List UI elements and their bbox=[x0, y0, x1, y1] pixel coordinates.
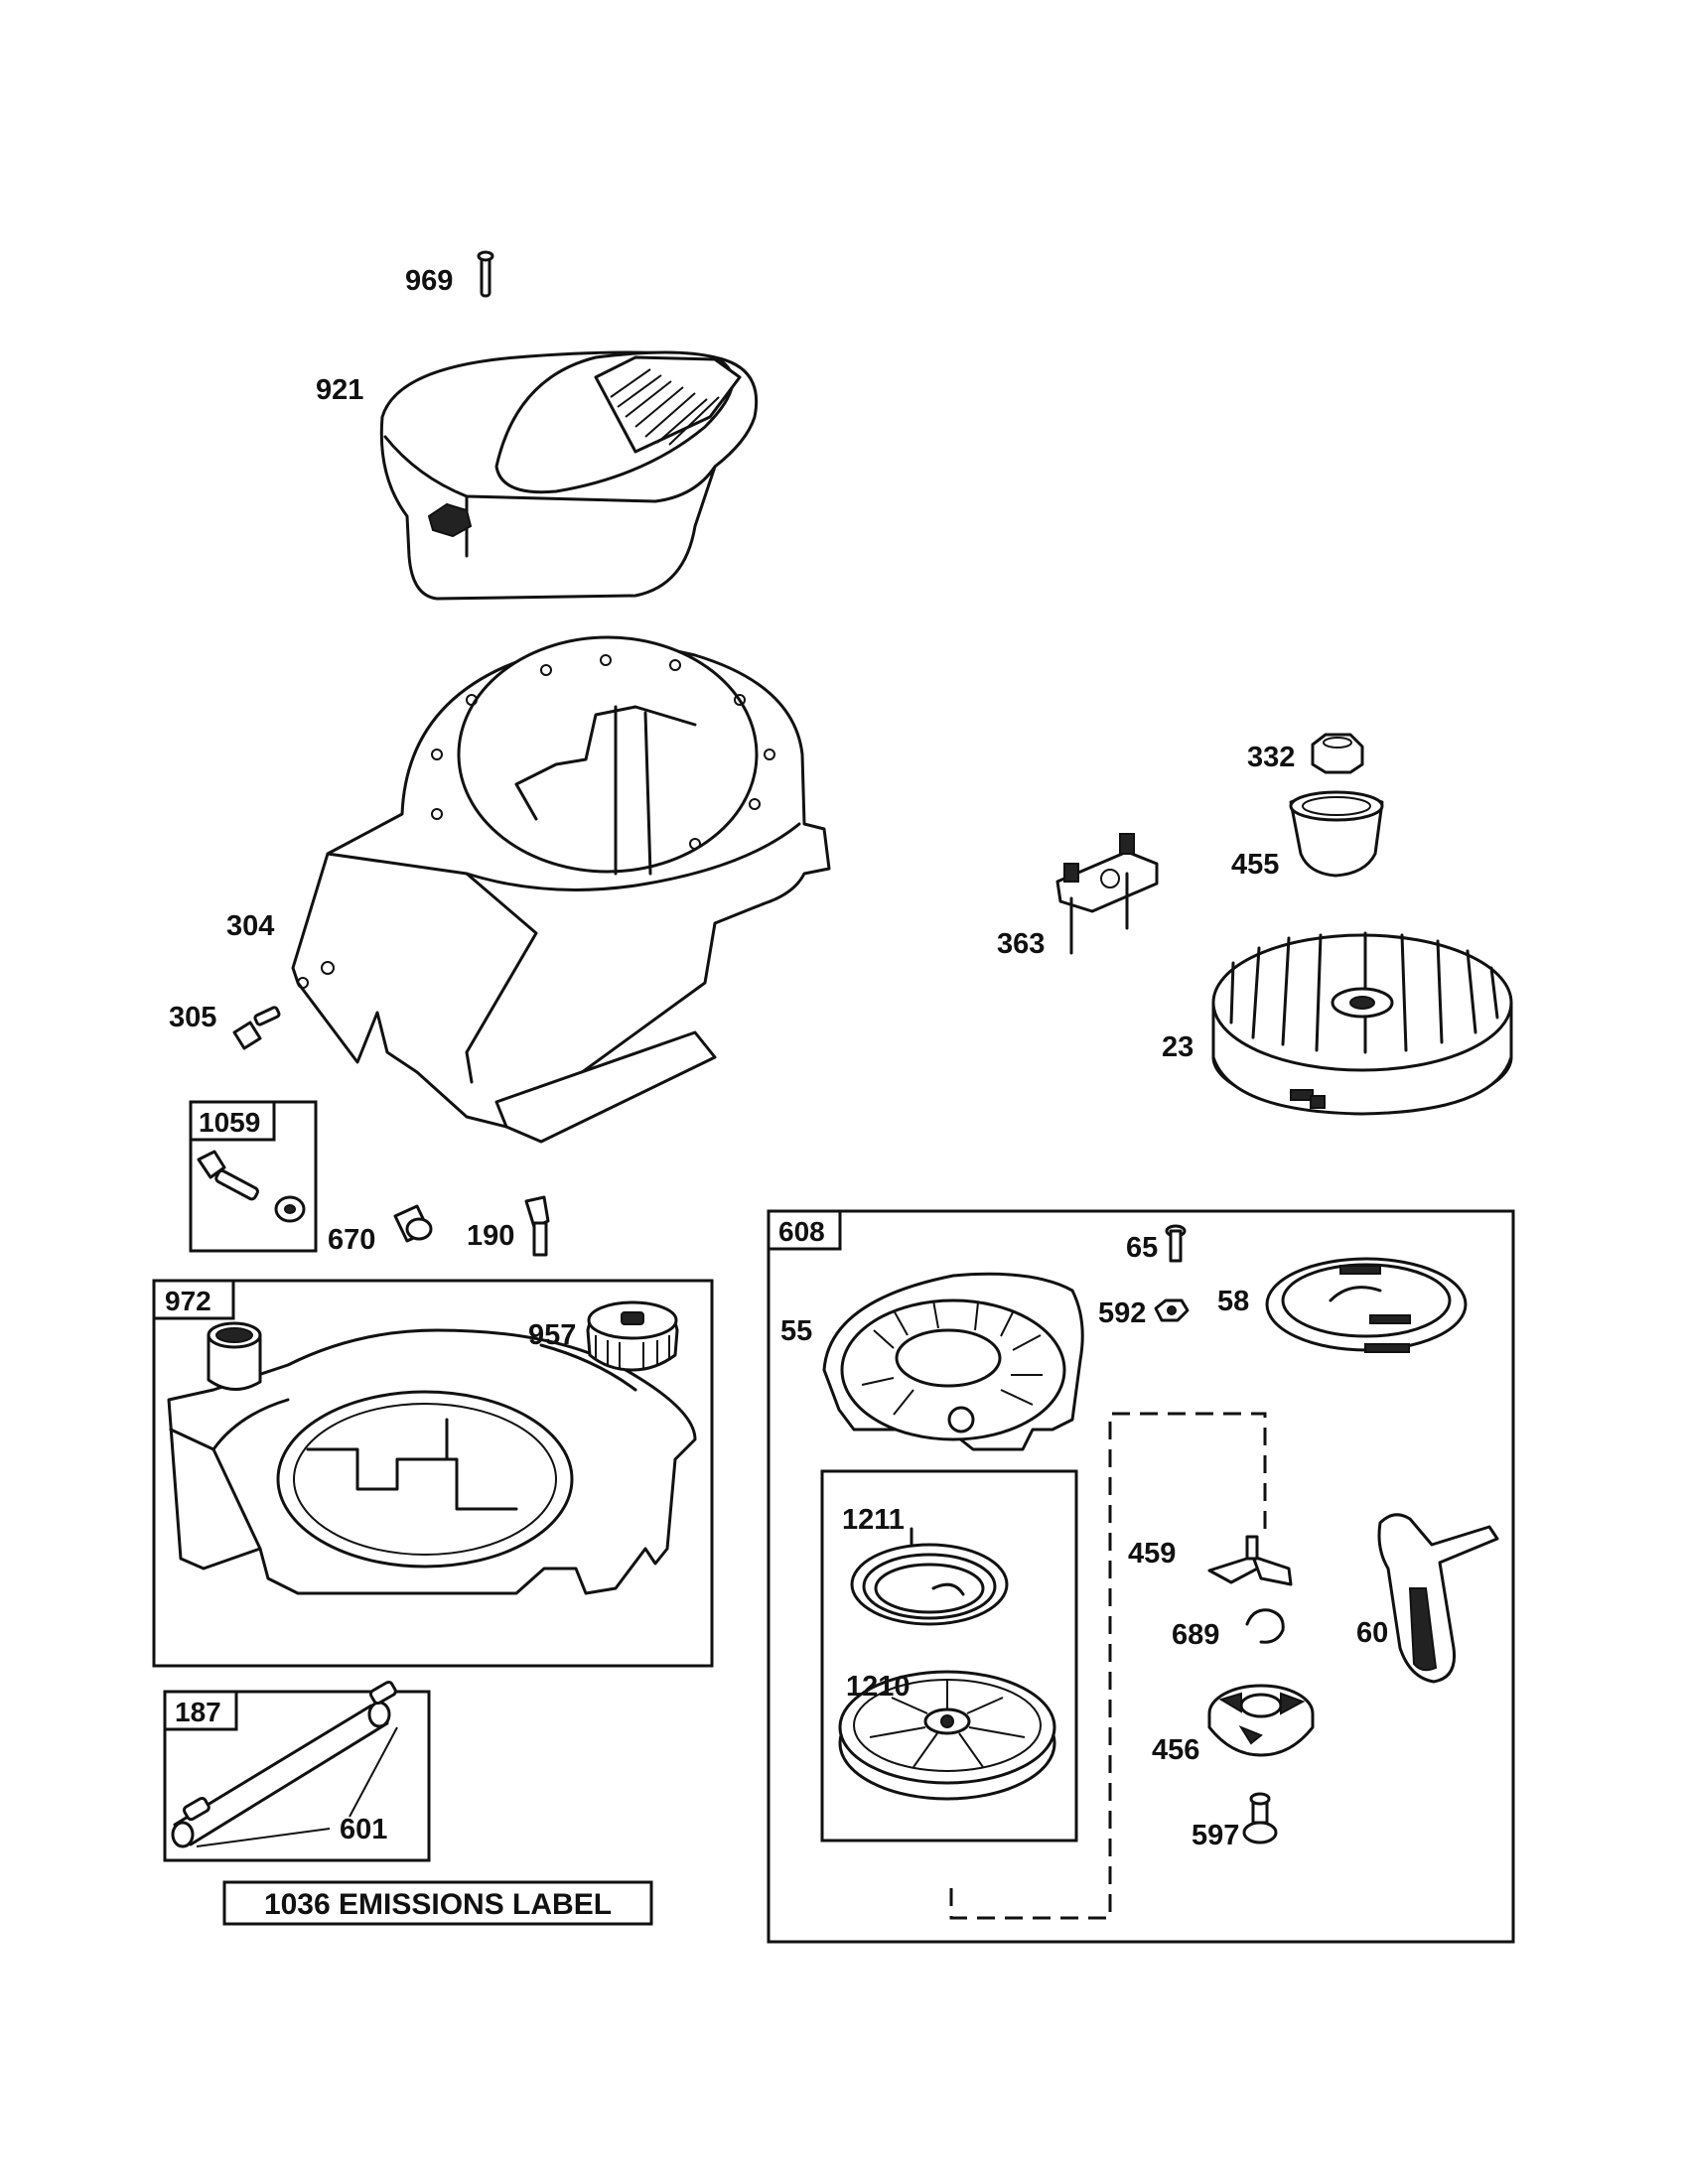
callout-55: 55 bbox=[780, 1315, 812, 1347]
callout-332: 332 bbox=[1247, 742, 1295, 773]
callout-1211: 1211 bbox=[842, 1504, 905, 1536]
assembly-guide-line bbox=[949, 1412, 1267, 1920]
emissions-label-text: 1036 EMISSIONS LABEL bbox=[264, 1888, 612, 1921]
bolt-305-drawing bbox=[232, 1006, 281, 1050]
emissions-label-box bbox=[222, 1880, 653, 1926]
callout-363: 363 bbox=[997, 928, 1045, 960]
kit-box-972-tab bbox=[152, 1279, 235, 1320]
callout-455: 455 bbox=[1231, 849, 1279, 881]
fuel-line-187-drawing bbox=[171, 1680, 398, 1848]
callout-597: 597 bbox=[1192, 1820, 1239, 1851]
cup-455-drawing bbox=[1289, 790, 1384, 878]
kit-label-1059: 1059 bbox=[199, 1107, 260, 1138]
callout-456: 456 bbox=[1152, 1734, 1199, 1766]
callout-1210: 1210 bbox=[846, 1671, 911, 1703]
cup-456-drawing bbox=[1207, 1684, 1315, 1757]
callout-957: 957 bbox=[528, 1319, 576, 1351]
callout-60: 60 bbox=[1356, 1617, 1388, 1649]
rope-58-drawing bbox=[1265, 1257, 1468, 1353]
callout-921: 921 bbox=[316, 374, 363, 406]
screw-969-drawing bbox=[477, 250, 494, 298]
stud-190-drawing bbox=[524, 1195, 550, 1257]
callout-601: 601 bbox=[340, 1814, 387, 1845]
kit-box-972 bbox=[152, 1279, 714, 1668]
retainer-689-drawing bbox=[1245, 1608, 1285, 1644]
blower-cover-921-drawing bbox=[379, 350, 759, 601]
starter-housing-55-drawing bbox=[822, 1272, 1084, 1451]
spacer-670-drawing bbox=[393, 1204, 433, 1243]
fuel-tank-972-drawing bbox=[167, 1321, 697, 1595]
kit-box-1059-tab bbox=[189, 1100, 276, 1142]
blower-housing-304-drawing bbox=[291, 635, 831, 1144]
kit-label-187: 187 bbox=[175, 1697, 221, 1727]
callout-65: 65 bbox=[1126, 1232, 1158, 1264]
callout-459: 459 bbox=[1128, 1538, 1176, 1570]
bolt-1059-drawing bbox=[197, 1150, 306, 1223]
kit-box-608-tab bbox=[767, 1209, 842, 1251]
rewind-spring-1211-drawing bbox=[850, 1527, 1009, 1626]
screw-65-drawing bbox=[1165, 1224, 1187, 1263]
callout-58: 58 bbox=[1217, 1286, 1249, 1317]
handle-60-drawing bbox=[1377, 1513, 1499, 1684]
bracket-363-drawing bbox=[1055, 833, 1159, 955]
callout-190: 190 bbox=[467, 1220, 514, 1252]
callout-305: 305 bbox=[169, 1002, 216, 1033]
kit-box-187 bbox=[163, 1690, 431, 1862]
flywheel-23-drawing bbox=[1211, 931, 1513, 1116]
callout-304: 304 bbox=[226, 910, 274, 942]
pulley-1210-drawing bbox=[838, 1670, 1056, 1801]
callout-670: 670 bbox=[328, 1224, 375, 1256]
kit-box-187-tab bbox=[163, 1690, 238, 1731]
kit-box-608 bbox=[767, 1209, 1515, 1944]
callout-592: 592 bbox=[1098, 1297, 1146, 1329]
kit-label-608: 608 bbox=[778, 1216, 825, 1247]
callout-689: 689 bbox=[1172, 1619, 1219, 1651]
kit-label-972: 972 bbox=[165, 1286, 211, 1316]
callout-23: 23 bbox=[1162, 1031, 1193, 1063]
nut-592-drawing bbox=[1154, 1298, 1190, 1322]
spring-pulley-box bbox=[820, 1469, 1078, 1843]
dog-459-drawing bbox=[1207, 1535, 1293, 1586]
callout-969: 969 bbox=[405, 265, 453, 297]
fuel-cap-957-drawing bbox=[586, 1300, 679, 1372]
screw-597-drawing bbox=[1242, 1792, 1278, 1844]
nut-332-drawing bbox=[1311, 733, 1364, 774]
